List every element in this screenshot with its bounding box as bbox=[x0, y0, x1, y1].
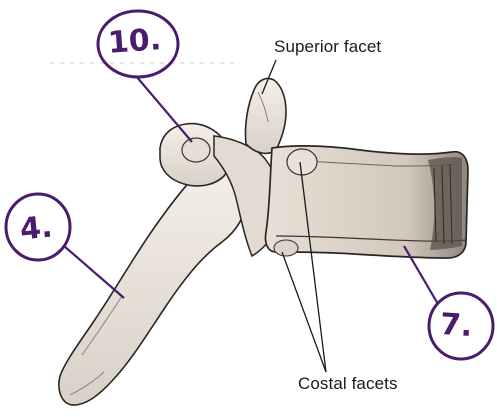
costal-leader-lower bbox=[282, 252, 326, 372]
handwritten-number-4: 4. bbox=[18, 209, 54, 247]
superior-articular-process bbox=[245, 78, 286, 153]
superior-facet-label: Superior facet bbox=[274, 37, 381, 57]
spinous-process bbox=[59, 162, 248, 405]
handwritten-number-10: 10. bbox=[107, 22, 162, 61]
superior-costal-facet bbox=[287, 149, 317, 175]
handwritten-number-7: 7. bbox=[439, 307, 474, 344]
costal-facets-label: Costal facets bbox=[298, 374, 398, 394]
annotation-leader-4 bbox=[64, 246, 124, 298]
annotation-leader-10 bbox=[136, 76, 192, 142]
transverse-costal-facet bbox=[182, 138, 210, 162]
inferior-costal-facet bbox=[274, 240, 298, 256]
